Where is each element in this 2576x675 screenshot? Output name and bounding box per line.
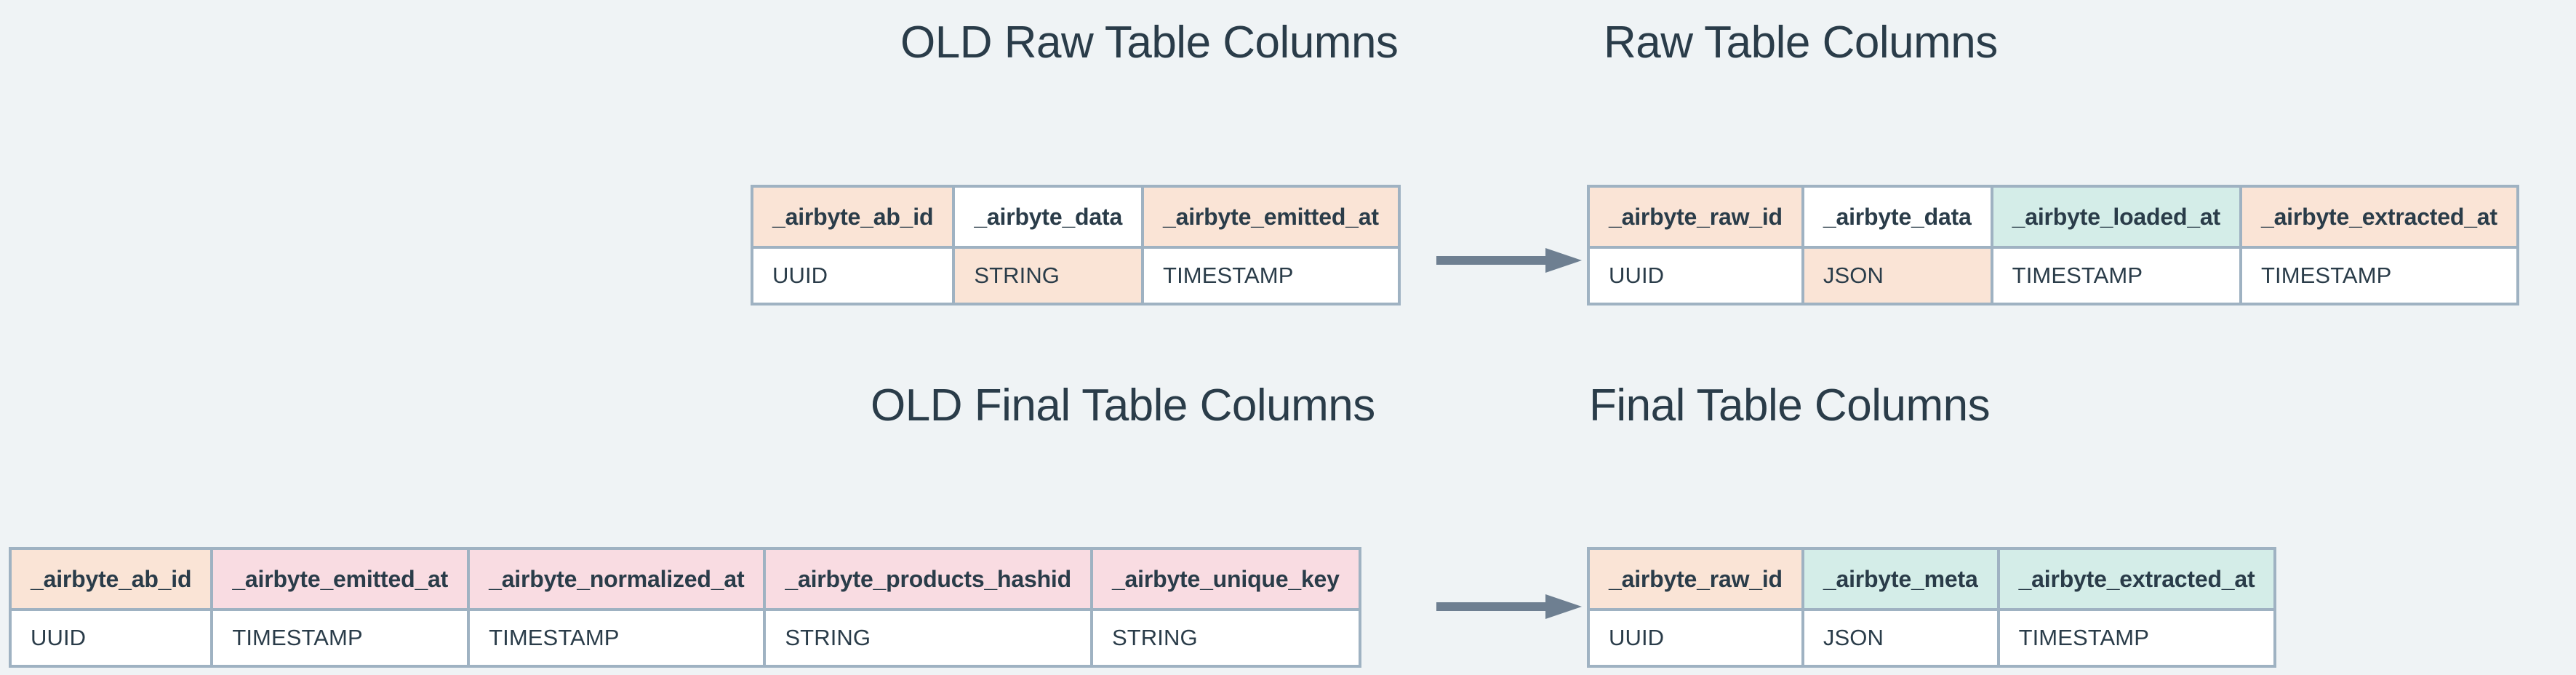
- column-type-airbyte-extracted-at: TIMESTAMP: [1996, 608, 2277, 668]
- column-type-airbyte-ab-id: UUID: [750, 246, 956, 305]
- table-new-raw-columns: _airbyte_raw_id_airbyte_data_airbyte_loa…: [1587, 185, 2519, 305]
- column-type-airbyte-meta: JSON: [1801, 608, 2000, 668]
- table-new-final-columns: _airbyte_raw_id_airbyte_meta_airbyte_ext…: [1587, 547, 2277, 668]
- arrow-right-icon: [1436, 591, 1582, 623]
- column-type-airbyte-unique-key: STRING: [1089, 608, 1361, 668]
- arrow-right-icon: [1436, 244, 1582, 276]
- column-header-airbyte-ab-id: _airbyte_ab_id: [8, 547, 214, 611]
- column-header-airbyte-loaded-at: _airbyte_loaded_at: [1990, 185, 2242, 249]
- column-type-airbyte-normalized-at: TIMESTAMP: [467, 608, 767, 668]
- title-new-final-table: Final Table Columns: [1589, 380, 1991, 431]
- table-header-row: _airbyte_raw_id_airbyte_data_airbyte_loa…: [1587, 185, 2519, 249]
- title-old-raw-table: OLD Raw Table Columns: [900, 17, 1399, 68]
- column-header-airbyte-data: _airbyte_data: [1801, 185, 1993, 249]
- column-header-airbyte-emitted-at: _airbyte_emitted_at: [210, 547, 471, 611]
- column-header-airbyte-extracted-at: _airbyte_extracted_at: [1996, 547, 2277, 611]
- column-header-airbyte-products-hashid: _airbyte_products_hashid: [763, 547, 1093, 611]
- column-header-airbyte-raw-id: _airbyte_raw_id: [1587, 547, 1804, 611]
- column-type-airbyte-data: STRING: [952, 246, 1145, 305]
- column-type-airbyte-emitted-at: TIMESTAMP: [1141, 246, 1401, 305]
- column-header-airbyte-emitted-at: _airbyte_emitted_at: [1141, 185, 1401, 249]
- table-old-final-columns: _airbyte_ab_id_airbyte_emitted_at_airbyt…: [8, 547, 1361, 668]
- column-header-airbyte-raw-id: _airbyte_raw_id: [1587, 185, 1804, 249]
- column-header-airbyte-extracted-at: _airbyte_extracted_at: [2239, 185, 2519, 249]
- table-old-raw-columns: _airbyte_ab_id_airbyte_data_airbyte_emit…: [750, 185, 1401, 305]
- column-type-airbyte-extracted-at: TIMESTAMP: [2239, 246, 2519, 305]
- column-header-airbyte-data: _airbyte_data: [952, 185, 1145, 249]
- title-old-final-table: OLD Final Table Columns: [871, 380, 1375, 431]
- title-new-raw-table: Raw Table Columns: [1604, 17, 1998, 68]
- column-type-airbyte-raw-id: UUID: [1587, 246, 1804, 305]
- column-type-airbyte-loaded-at: TIMESTAMP: [1990, 246, 2242, 305]
- column-type-airbyte-raw-id: UUID: [1587, 608, 1804, 668]
- column-header-airbyte-unique-key: _airbyte_unique_key: [1089, 547, 1361, 611]
- table-header-row: _airbyte_raw_id_airbyte_meta_airbyte_ext…: [1587, 547, 2277, 611]
- table-header-row: _airbyte_ab_id_airbyte_data_airbyte_emit…: [750, 185, 1401, 249]
- table-header-row: _airbyte_ab_id_airbyte_emitted_at_airbyt…: [8, 547, 1361, 611]
- column-type-airbyte-data: JSON: [1801, 246, 1993, 305]
- column-type-airbyte-emitted-at: TIMESTAMP: [210, 608, 471, 668]
- column-type-airbyte-ab-id: UUID: [8, 608, 214, 668]
- column-header-airbyte-ab-id: _airbyte_ab_id: [750, 185, 956, 249]
- column-header-airbyte-normalized-at: _airbyte_normalized_at: [467, 547, 767, 611]
- column-header-airbyte-meta: _airbyte_meta: [1801, 547, 2000, 611]
- column-type-airbyte-products-hashid: STRING: [763, 608, 1093, 668]
